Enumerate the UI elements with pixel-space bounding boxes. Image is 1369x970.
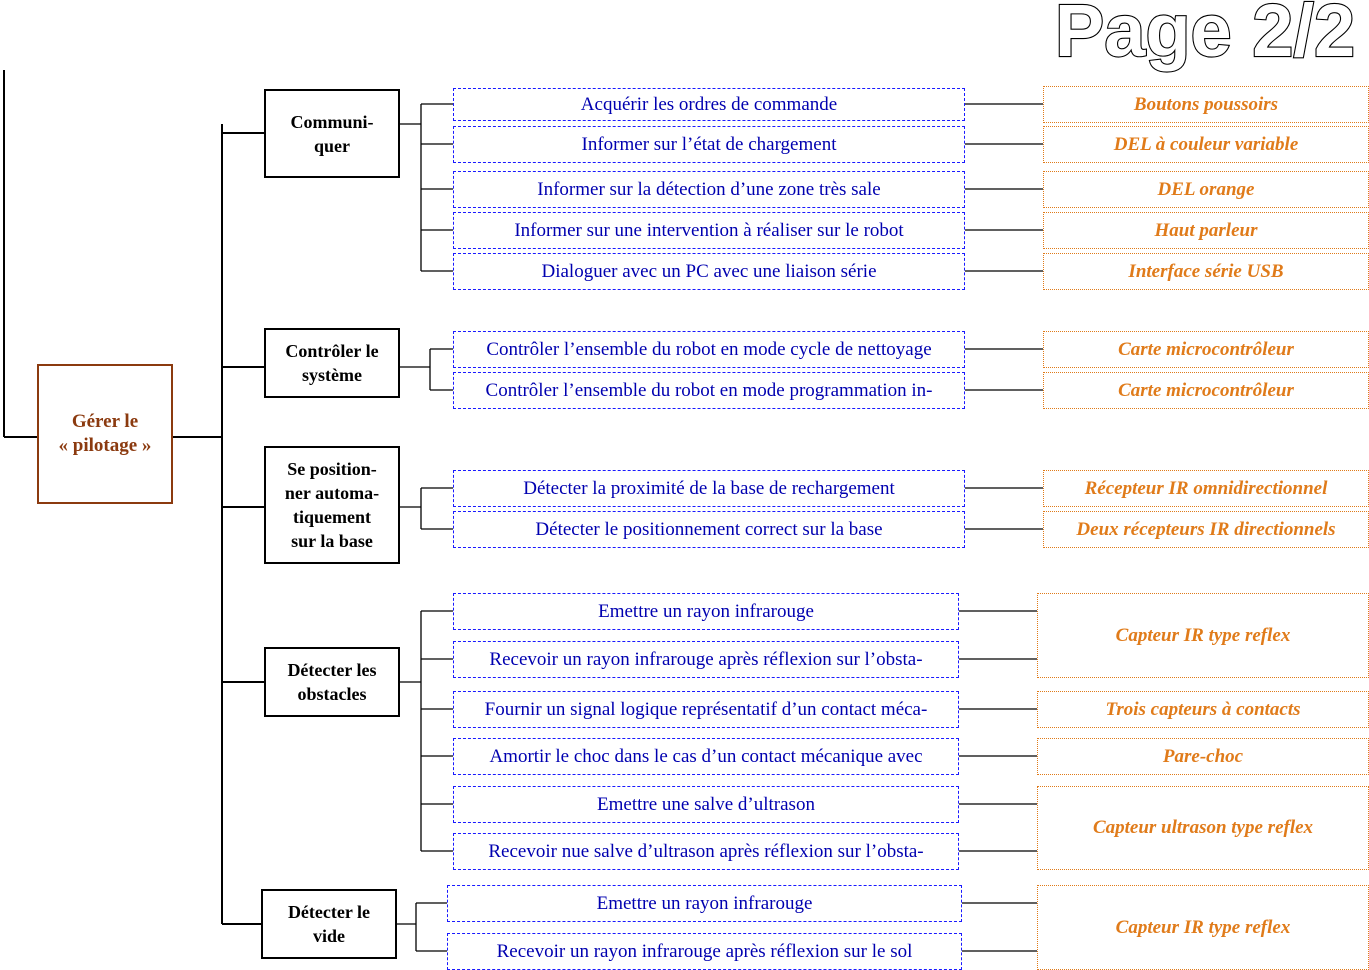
solution-box: Carte microcontrôleur <box>1043 372 1369 409</box>
function-box: Contrôler l’ensemble du robot en mode pr… <box>453 372 965 409</box>
solution-box: Pare-choc <box>1037 738 1369 775</box>
solution-box: Trois capteurs à contacts <box>1037 691 1369 728</box>
function-box: Emettre un rayon infrarouge <box>447 885 962 922</box>
solution-box: Carte microcontrôleur <box>1043 331 1369 368</box>
function-box: Dialoguer avec un PC avec une liaison sé… <box>453 253 965 290</box>
function-box: Fournir un signal logique représentatif … <box>453 691 959 728</box>
solution-box: Interface série USB <box>1043 253 1369 290</box>
function-box: Acquérir les ordres de commande <box>453 88 965 121</box>
function-box: Informer sur une intervention à réaliser… <box>453 212 965 249</box>
function-box: Recevoir nue salve d’ultrason après réfl… <box>453 833 959 870</box>
solution-box: Haut parleur <box>1043 212 1369 249</box>
function-box: Amortir le choc dans le cas d’un contact… <box>453 738 959 775</box>
solution-box: DEL à couleur variable <box>1043 126 1369 163</box>
function-box: Recevoir un rayon infrarouge après réfle… <box>453 641 959 678</box>
group-controler-systeme: Contrôler le système <box>264 328 400 398</box>
solution-box: Capteur IR type reflex <box>1037 885 1369 970</box>
group-detecter-obstacles: Détecter les obstacles <box>264 647 400 717</box>
solution-box: Capteur IR type reflex <box>1037 593 1369 678</box>
function-box: Informer sur l’état de chargement <box>453 126 965 163</box>
function-box: Emettre un rayon infrarouge <box>453 593 959 630</box>
function-box: Détecter le positionnement correct sur l… <box>453 511 965 548</box>
function-box: Détecter la proximité de la base de rech… <box>453 470 965 507</box>
function-box: Recevoir un rayon infrarouge après réfle… <box>447 933 962 970</box>
solution-box: Récepteur IR omnidirectionnel <box>1043 470 1369 507</box>
function-box: Emettre une salve d’ultrason <box>453 786 959 823</box>
group-communiquer: Communi- quer <box>264 89 400 178</box>
group-se-positionner: Se position- ner automa- tiquement sur l… <box>264 446 400 564</box>
solution-box: Capteur ultrason type reflex <box>1037 786 1369 870</box>
group-detecter-vide: Détecter le vide <box>261 889 397 959</box>
page-label: Page 2/2 <box>1055 0 1355 72</box>
solution-box: Boutons poussoirs <box>1043 86 1369 123</box>
function-box: Contrôler l’ensemble du robot en mode cy… <box>453 331 965 368</box>
function-box: Informer sur la détection d’une zone trè… <box>453 171 965 208</box>
root-function-box: Gérer le « pilotage » <box>37 364 173 504</box>
solution-box: DEL orange <box>1043 171 1369 208</box>
solution-box: Deux récepteurs IR directionnels <box>1043 511 1369 548</box>
